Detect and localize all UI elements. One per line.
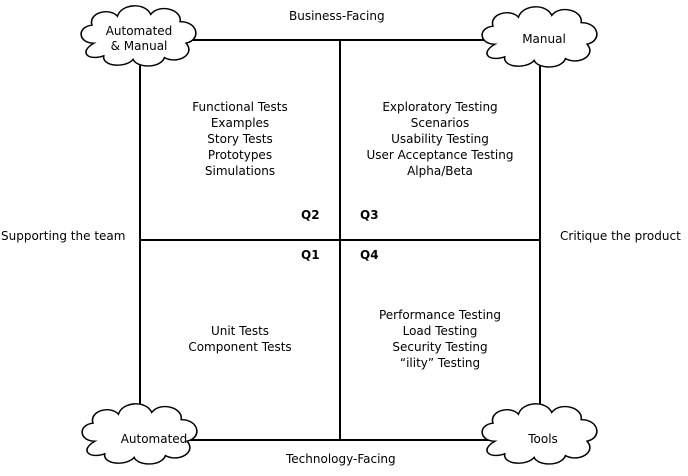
cloud-bottom-left-label: Automated bbox=[120, 432, 188, 446]
q2-item: Prototypes bbox=[207, 148, 273, 162]
q4-item: Load Testing bbox=[402, 324, 478, 338]
cloud-top-left-line-1: Automated bbox=[105, 24, 173, 38]
axis-top-label: Business-Facing bbox=[289, 9, 385, 23]
q3-label: Q3 bbox=[360, 208, 379, 222]
q4-items: Performance Testing Load Testing Securit… bbox=[350, 307, 530, 371]
q4-label: Q4 bbox=[360, 248, 379, 262]
q3-item: Alpha/Beta bbox=[407, 164, 473, 178]
q4-item: “ility” Testing bbox=[399, 356, 481, 370]
axis-left-label: Supporting the team bbox=[1, 229, 126, 243]
q3-item: User Acceptance Testing bbox=[366, 148, 514, 162]
q3-item: Usability Testing bbox=[391, 132, 489, 146]
q2-label: Q2 bbox=[301, 208, 320, 222]
q2-item: Simulations bbox=[204, 164, 276, 178]
q2-item: Story Tests bbox=[207, 132, 273, 146]
cloud-top-left-line-2: & Manual bbox=[110, 39, 168, 53]
q3-items: Exploratory Testing Scenarios Usability … bbox=[350, 99, 530, 179]
cloud-top-left-label: Automated & Manual bbox=[99, 24, 179, 54]
q1-item: Component Tests bbox=[188, 340, 292, 354]
q4-item: Security Testing bbox=[392, 340, 488, 354]
q3-item: Scenarios bbox=[410, 116, 470, 130]
q2-item: Functional Tests bbox=[192, 100, 288, 114]
cloud-top-right-label: Manual bbox=[522, 32, 566, 46]
q1-item: Unit Tests bbox=[210, 324, 270, 338]
axis-bottom-label: Technology-Facing bbox=[286, 452, 396, 466]
q2-item: Examples bbox=[210, 116, 270, 130]
q3-item: Exploratory Testing bbox=[382, 100, 498, 114]
q4-item: Performance Testing bbox=[378, 308, 502, 322]
cloud-bottom-right-label: Tools bbox=[528, 432, 558, 446]
q1-label: Q1 bbox=[301, 248, 320, 262]
axis-right-label: Critique the product bbox=[560, 229, 681, 243]
q2-items: Functional Tests Examples Story Tests Pr… bbox=[160, 99, 320, 179]
q1-items: Unit Tests Component Tests bbox=[160, 323, 320, 355]
